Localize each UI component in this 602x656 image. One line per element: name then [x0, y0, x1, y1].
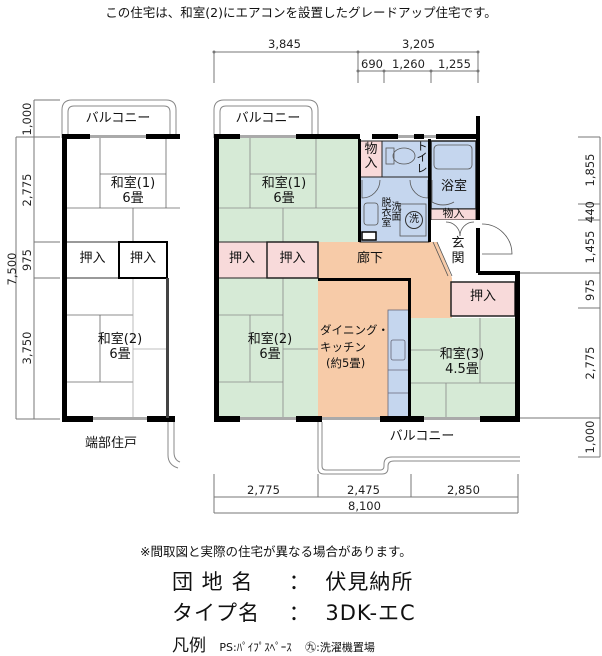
room1-name: 和室(1) — [261, 176, 307, 191]
room3-size: 4.5畳 — [445, 361, 479, 377]
room2-size: 6畳 — [259, 346, 281, 362]
washbasin-label: 洗面 — [391, 202, 402, 223]
end-unit-closet1-label: 押入 — [79, 251, 106, 266]
closet-b-label: 押入 — [279, 251, 306, 266]
storage-top-label: 物入 — [364, 142, 378, 172]
estate-value: 伏見納所 — [325, 570, 414, 594]
dim-top-sub-2: 1,260 — [392, 57, 425, 71]
toilet-label: トイレ — [416, 140, 428, 175]
end-unit-room1-name: 和室(1) — [110, 176, 156, 191]
dim-right-6: 1,000 — [583, 420, 597, 454]
top-dimension-dots — [212, 50, 480, 73]
end-unit-caption: 端部住戸 — [84, 436, 137, 451]
dim-bottom-1: 2,775 — [247, 483, 280, 497]
dim-right-5: 2,775 — [583, 346, 597, 380]
dim-left-1: 1,000 — [20, 102, 34, 136]
room3-name: 和室(3) — [439, 347, 485, 362]
disclaimer-note: ※間取図と実際の住宅が異なる場合があります。 — [140, 544, 412, 559]
dim-top-sub-1: 690 — [361, 57, 383, 71]
estate-label: 団 地 名 — [172, 570, 254, 594]
end-unit-room1-size: 6畳 — [122, 190, 144, 206]
end-unit-closet2-label: 押入 — [129, 251, 156, 266]
dk-label: ダイニング・ キッチン (約5畳) — [320, 322, 390, 372]
bath-label: 浴室 — [440, 179, 467, 194]
dim-left-2: 2,775 — [20, 173, 34, 207]
dim-top-right: 3,205 — [402, 37, 435, 51]
left-dimension-lines — [15, 99, 60, 420]
legend-washer: ㊈:洗濯機置場 — [305, 641, 375, 654]
dk-line1: ダイニング・ — [320, 323, 389, 337]
dim-bottom-2: 2,475 — [347, 483, 380, 497]
entrance-label: 玄関 — [451, 236, 465, 266]
storage-entry-label: 物入 — [442, 207, 465, 220]
dk-line2: キッチン — [320, 339, 366, 354]
balcony-top-label: バルコニー — [235, 111, 301, 126]
balcony-bottom-label: バルコニー — [389, 429, 455, 444]
end-unit-room2-label: 和室(2) 6畳 — [82, 332, 158, 363]
closet-c-label: 押入 — [469, 289, 496, 304]
page-title: この住宅は、和室(2)にエアコンを設置したグレードアップ住宅です。 — [105, 5, 497, 20]
main-unit-plan — [213, 99, 520, 475]
dim-top-sub-3: 1,255 — [438, 57, 471, 71]
room1-label: 和室(1) 6畳 — [246, 176, 322, 207]
end-unit-room2-size: 6畳 — [109, 346, 131, 362]
type-value: 3DK-エC — [325, 601, 416, 625]
room2-name: 和室(2) — [247, 332, 293, 347]
end-unit-room1-label: 和室(1) 6畳 — [95, 176, 171, 207]
end-unit-room2-name: 和室(2) — [97, 332, 143, 347]
legend: 凡例 PS:ﾊﾟｲﾌﾟｽﾍﾟｰｽ ㊈:洗濯機置場 — [172, 631, 375, 656]
dressing-room-label: 脱衣室 — [381, 198, 392, 229]
estate-separator: ： — [288, 570, 311, 594]
dim-left-3: 975 — [20, 249, 34, 271]
closet-a-label: 押入 — [228, 251, 255, 266]
dim-right-4: 975 — [583, 279, 597, 301]
dim-left-4: 3,750 — [20, 331, 34, 365]
dim-bottom-3: 2,850 — [447, 483, 480, 497]
right-dimension-lines — [520, 136, 601, 458]
end-unit-balcony-label: バルコニー — [85, 111, 151, 126]
top-dimension-lines — [213, 51, 479, 83]
corridor-label: 廊下 — [356, 251, 383, 266]
dim-bottom-total: 8,100 — [348, 499, 381, 513]
room1-size: 6畳 — [273, 190, 295, 206]
type-separator: ： — [288, 601, 311, 625]
dk-line3: (約5畳) — [326, 356, 366, 371]
dim-right-1: 1,855 — [583, 153, 597, 187]
room3-label: 和室(3) 4.5畳 — [424, 347, 500, 378]
estate-name-row: 団 地 名 ： 伏見納所 — [172, 566, 413, 596]
washer-symbol-icon: 洗 — [405, 211, 423, 229]
dim-top-left: 3,845 — [268, 37, 301, 51]
type-label: タイプ名 — [172, 601, 260, 625]
type-name-row: タイプ名 ： 3DK-エC — [172, 597, 416, 627]
dim-left-total: 7,500 — [5, 252, 19, 286]
bottom-dimension-lines — [213, 474, 519, 514]
dim-right-3: 1,455 — [583, 230, 597, 264]
legend-ps: PS:ﾊﾟｲﾌﾟｽﾍﾟｰｽ — [219, 641, 292, 654]
room2-label: 和室(2) 6畳 — [232, 332, 308, 363]
end-unit-plan — [61, 99, 181, 469]
dim-right-2: 440 — [583, 201, 597, 223]
legend-label: 凡例 — [172, 636, 206, 656]
